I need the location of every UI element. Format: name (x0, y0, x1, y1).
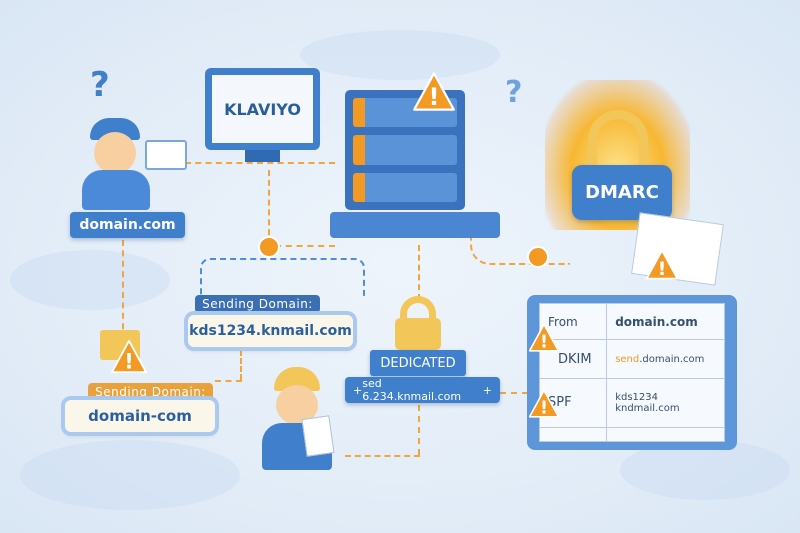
drop-node-icon (527, 246, 549, 268)
record-value-line: kndmail.com (615, 402, 680, 414)
envelope-icon (145, 140, 187, 170)
server-unit (353, 135, 457, 165)
connector-line (418, 405, 420, 455)
sending-domain-label: Sending Domain: (195, 295, 320, 313)
record-value (606, 426, 725, 443)
connector-line (200, 258, 365, 296)
connector-line (470, 230, 570, 265)
padlock-icon (395, 318, 441, 350)
dns-records-panel: From domain.com DKIM send.domain.com SPF… (527, 295, 737, 450)
dedicated-domain: + sed 6.234.knmail.com + (345, 377, 500, 403)
record-value: send.domain.com (606, 339, 725, 379)
record-value-line: kds1234 (615, 391, 658, 403)
dns-records-table: From domain.com DKIM send.domain.com SPF… (538, 302, 725, 443)
background-cloud (300, 30, 500, 80)
drop-node-icon (258, 236, 280, 258)
sending-domain-label: Sending Domain: (88, 383, 213, 401)
background-cloud (10, 250, 170, 310)
warning-icon: ! (645, 248, 679, 282)
padlock-shackle (588, 110, 648, 180)
sending-domain-value: kds1234.knmail.com (188, 315, 353, 347)
table-row: DKIM send.domain.com (538, 339, 725, 379)
user-domain-label: domain.com (70, 212, 185, 238)
svg-text:!: ! (540, 399, 548, 419)
background-cloud (620, 440, 790, 500)
connector-line (122, 240, 124, 350)
connector-line (275, 245, 335, 247)
connector-line (345, 455, 420, 457)
worker-illustration (262, 365, 342, 470)
monitor-stand (245, 150, 280, 162)
padlock-shackle (400, 296, 436, 324)
dedicated-domain-value: sed 6.234.knmail.com (362, 377, 462, 403)
server-unit (353, 172, 457, 202)
warning-icon: ! (412, 70, 456, 114)
klaviyo-logo: KLAVIYO (212, 75, 313, 143)
dedicated-label: DEDICATED (370, 350, 466, 376)
table-row (538, 426, 725, 443)
confused-user-illustration (80, 110, 160, 210)
svg-text:!: ! (658, 259, 667, 280)
warning-icon: ! (528, 388, 560, 420)
svg-text:!: ! (540, 333, 548, 353)
svg-text:!: ! (124, 349, 134, 373)
dedicated-left-mark: + (353, 383, 363, 397)
warning-icon: ! (110, 338, 148, 376)
background-cloud (20, 440, 240, 510)
sending-domain-value: domain-com (65, 400, 215, 432)
record-value-text: .domain.com (639, 353, 705, 365)
connector-line (500, 392, 528, 394)
question-mark-icon: ? (90, 65, 110, 105)
record-key (538, 426, 608, 443)
dedicated-right-mark: + (482, 383, 492, 397)
svg-text:!: ! (428, 83, 439, 111)
record-value: domain.com (606, 302, 725, 341)
record-key: From (538, 302, 608, 341)
connector-line (240, 350, 242, 380)
server-base (330, 212, 500, 238)
table-row: From domain.com (538, 302, 725, 341)
connector-line (268, 170, 270, 245)
connector-line (418, 245, 420, 300)
connector-line (215, 380, 242, 382)
connector-line (185, 162, 335, 164)
dmarc-lock-label: DMARC (572, 165, 672, 220)
warning-icon: ! (528, 322, 560, 354)
record-value-highlight: send (615, 353, 640, 365)
klaviyo-monitor: KLAVIYO (205, 68, 320, 150)
question-mark-icon: ? (505, 75, 523, 110)
